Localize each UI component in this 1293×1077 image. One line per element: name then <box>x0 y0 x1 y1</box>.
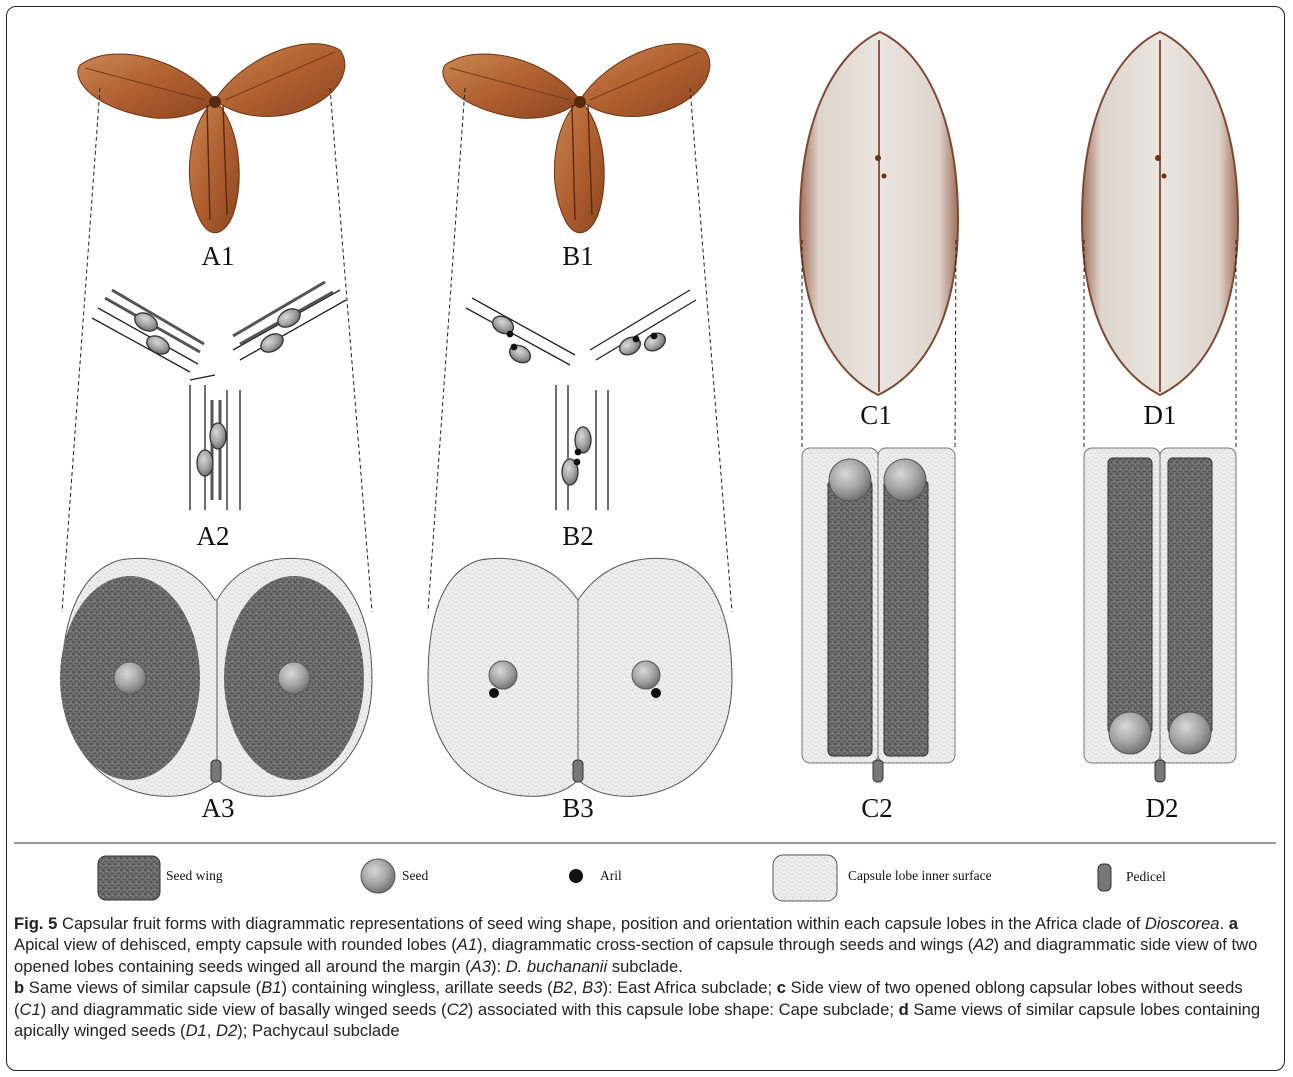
panel-label-a2: A2 <box>197 521 230 551</box>
side-view-d2 <box>1084 448 1236 782</box>
panel-label-c2: C2 <box>861 793 893 823</box>
panel-label-b1: B1 <box>562 241 594 271</box>
caption-b-text-3: ): East Africa subclade; <box>602 978 776 997</box>
caption-b-ref3: B3 <box>582 978 602 997</box>
legend-aril-swatch <box>569 869 583 883</box>
caption-period: . <box>1220 914 1229 933</box>
caption-d-sep: , <box>207 1021 216 1040</box>
caption-d-text-2: ); Pachycaul subclade <box>237 1021 399 1040</box>
panel-label-d2: D2 <box>1146 793 1179 823</box>
legend-pedicel-label: Pedicel <box>1126 869 1166 884</box>
caption-intro: Capsular fruit forms with diagrammatic r… <box>57 914 1144 933</box>
legend-seed-label: Seed <box>402 868 428 883</box>
caption-a-text-5: subclade. <box>607 957 683 976</box>
panel-label-d1: D1 <box>1144 400 1177 430</box>
cross-section-a2 <box>92 282 346 510</box>
caption-c-ref2: C2 <box>447 1000 468 1019</box>
caption-d-ref1: D1 <box>186 1021 207 1040</box>
side-view-a3 <box>60 558 372 796</box>
panel-label-a1: A1 <box>202 241 235 271</box>
capsule-photo-b1 <box>443 44 710 233</box>
caption-b-ref1: B1 <box>261 978 281 997</box>
legend-seed-wing-label: Seed wing <box>166 868 223 883</box>
panel-label-b2: B2 <box>562 521 594 551</box>
caption-genus: Dioscorea <box>1145 914 1220 933</box>
caption-b-sep: , <box>573 978 582 997</box>
panel-label-c1: C1 <box>860 400 892 430</box>
capsule-photo-a1 <box>78 44 345 233</box>
caption-b-letter: b <box>14 978 24 997</box>
legend-capsule-inner-swatch <box>773 855 837 901</box>
legend-pedicel-swatch <box>1098 864 1111 891</box>
panel-label-b3: B3 <box>562 793 594 823</box>
caption-c-text-3: ) associated with this capsule lobe shap… <box>468 1000 899 1019</box>
legend-seed-swatch <box>361 859 395 893</box>
caption-a-ref1: A1 <box>457 935 477 954</box>
caption-a-ref3: A3 <box>471 957 491 976</box>
legend-seed-wing-swatch <box>98 856 160 900</box>
side-view-c2 <box>802 448 955 782</box>
caption-a-letter: a <box>1229 914 1238 933</box>
caption-d-letter: d <box>899 1000 909 1019</box>
caption-c-letter: c <box>777 978 786 997</box>
caption-b-ref2: B2 <box>553 978 573 997</box>
capsule-photo-d1 <box>1082 32 1238 395</box>
caption-d-ref2: D2 <box>216 1021 237 1040</box>
caption-a-text-1: Apical view of dehisced, empty capsule w… <box>14 935 457 954</box>
caption-a-text-4: ): <box>491 957 506 976</box>
caption-a-species: D. buchananii <box>506 957 607 976</box>
legend: Seed wing Seed Aril Capsule lobe inner s… <box>98 855 1166 901</box>
panel-label-a3: A3 <box>202 793 235 823</box>
side-view-b3 <box>428 558 732 796</box>
capsule-photo-c1 <box>800 32 958 395</box>
caption-b-text-1: Same views of similar capsule ( <box>24 978 261 997</box>
caption-a-text-2: ), diagrammatic cross-section of capsule… <box>477 935 973 954</box>
caption-c-text-2: ) and diagrammatic side view of basally … <box>41 1000 447 1019</box>
legend-aril-label: Aril <box>600 868 622 883</box>
figure-caption: Fig. 5 Capsular fruit forms with diagram… <box>14 913 1276 1041</box>
legend-capsule-inner-label: Capsule lobe inner surface <box>848 868 992 883</box>
caption-b-text-2: ) containing wingless, arillate seeds ( <box>281 978 552 997</box>
caption-fig-label: Fig. 5 <box>14 914 57 933</box>
cross-section-b2 <box>466 290 696 510</box>
caption-a-ref2: A2 <box>973 935 993 954</box>
caption-c-ref1: C1 <box>20 1000 41 1019</box>
